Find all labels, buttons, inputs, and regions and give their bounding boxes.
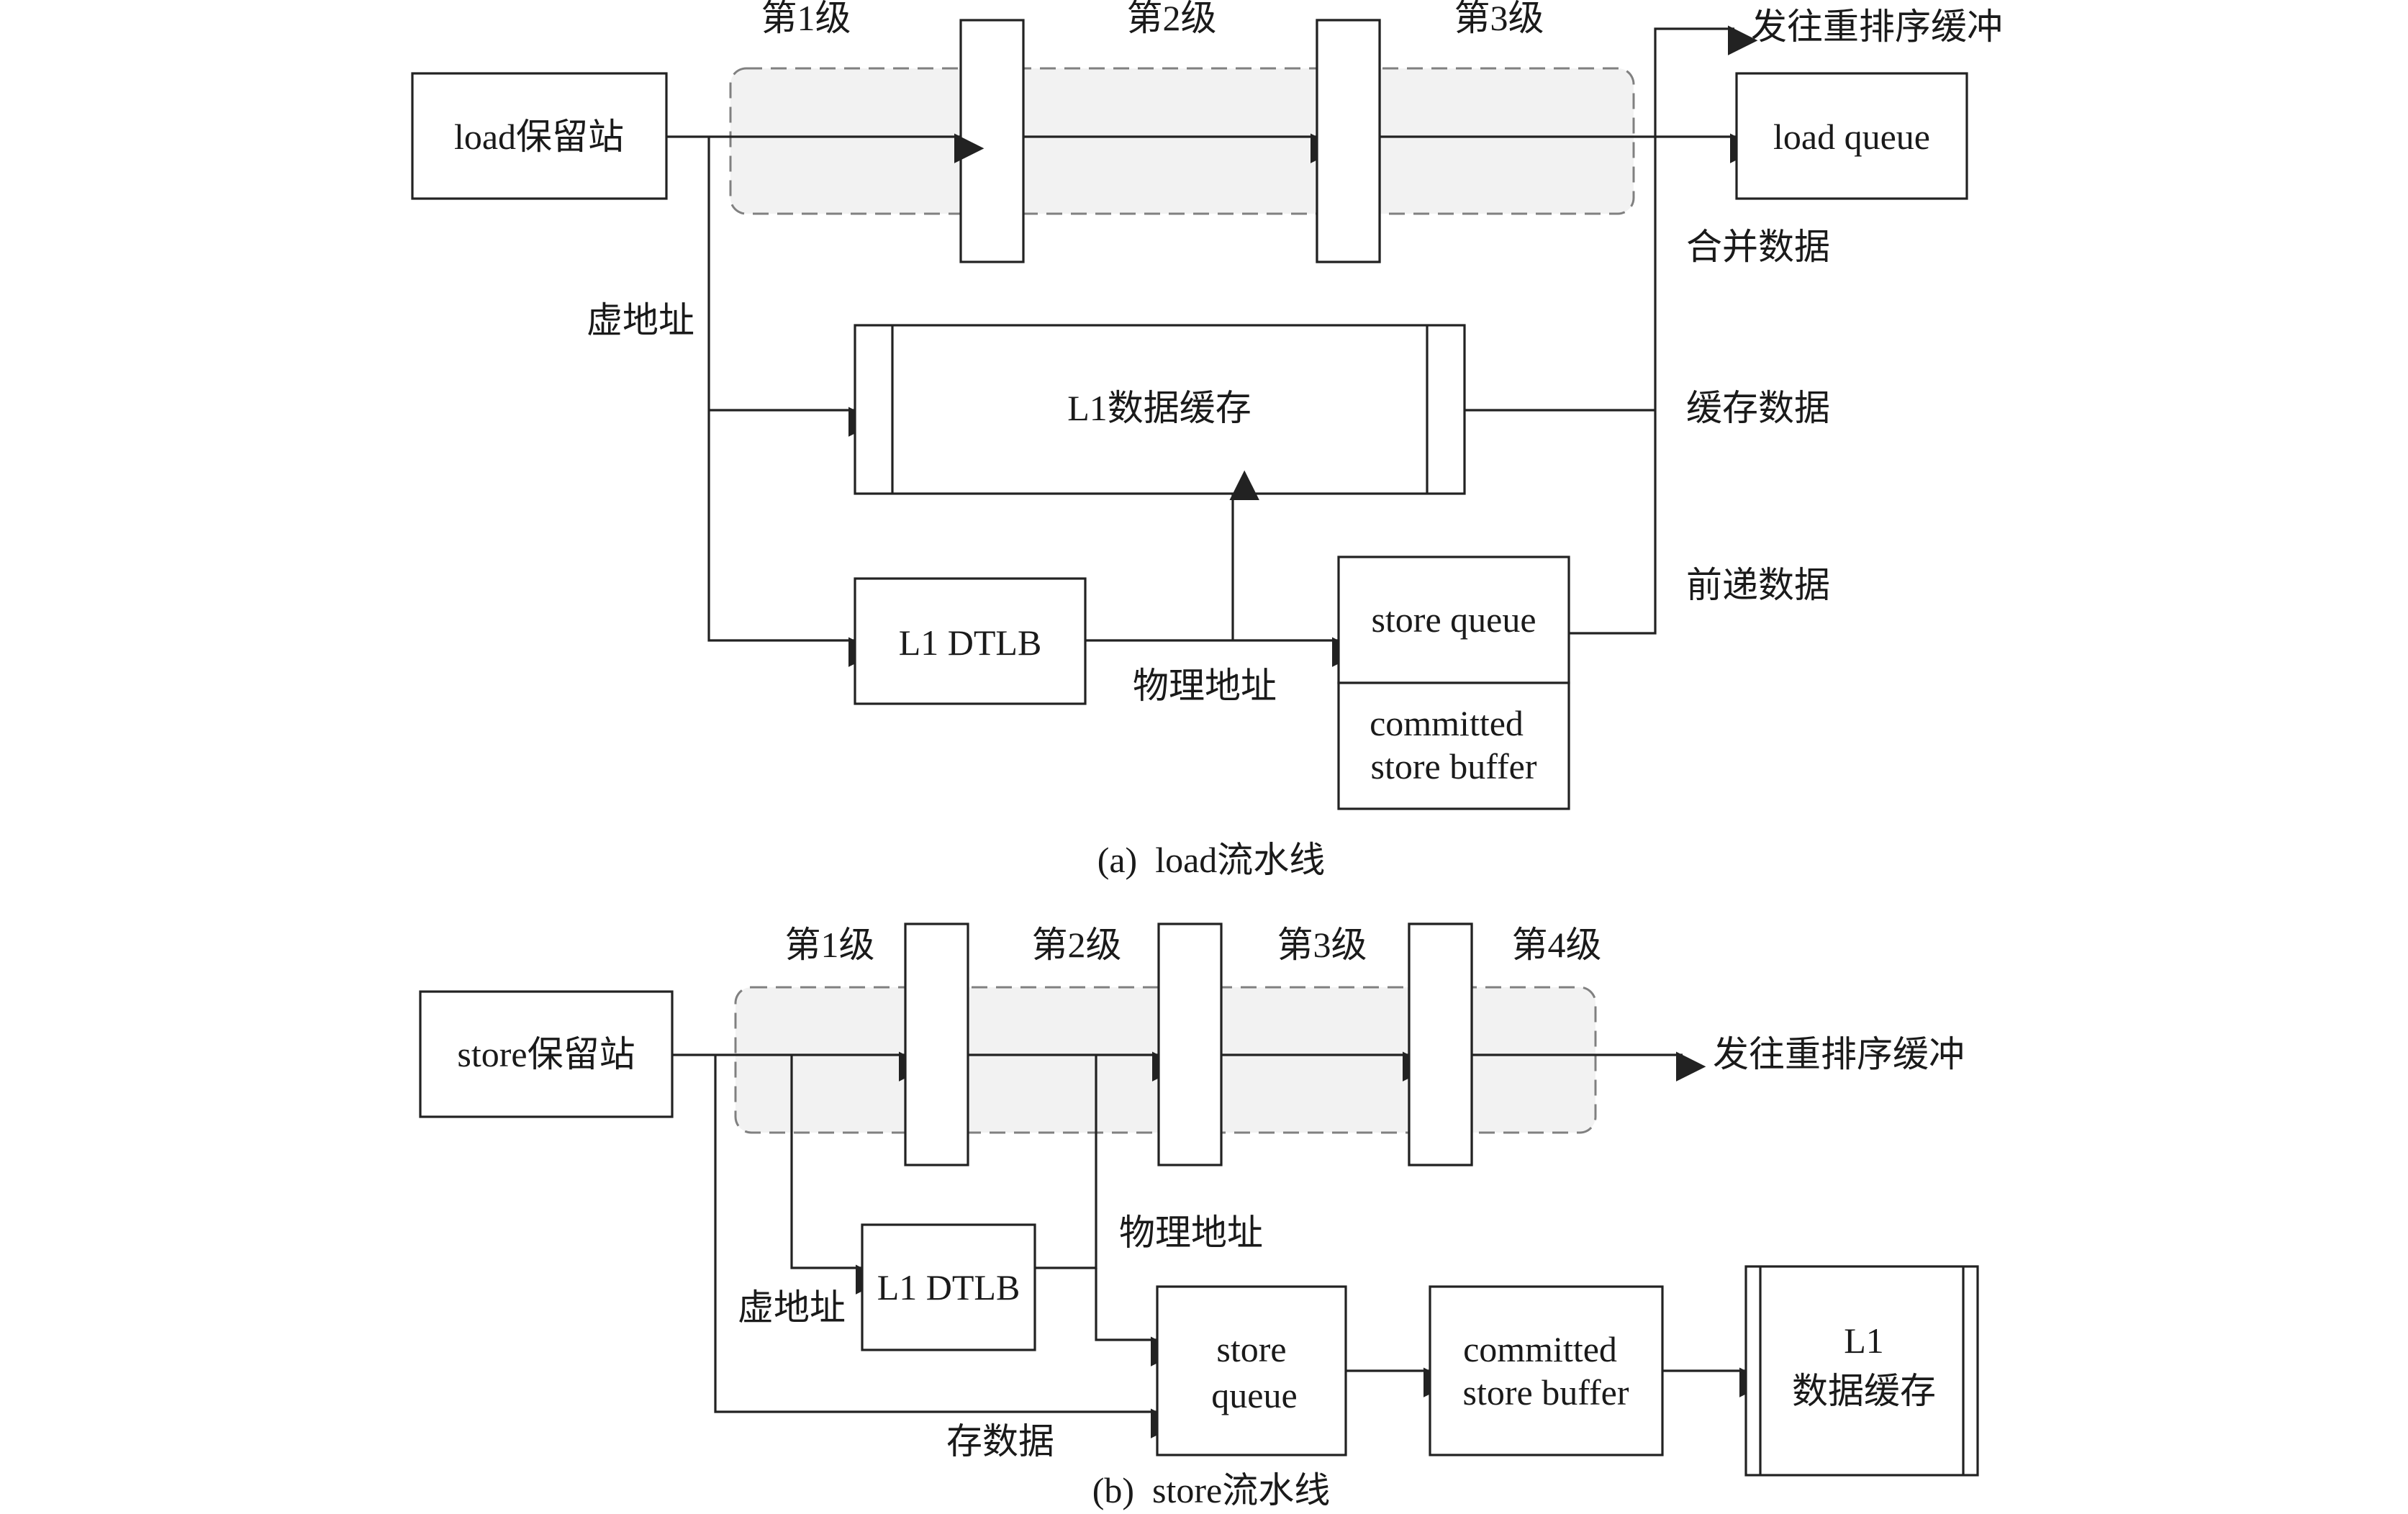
load-committed-label-2: store buffer	[1371, 746, 1537, 787]
load-queue-box	[1735, 72, 1968, 200]
load-caption: (a) load流水线	[1097, 840, 1326, 880]
store-stage-2-label: 第2级	[1032, 925, 1122, 965]
load-forward-data-label: 前递数据	[1686, 565, 1830, 605]
store-l1-cache-label-1: L1	[1844, 1320, 1884, 1361]
store-committed-label-1: committed	[1463, 1329, 1617, 1369]
load-stage-2-label: 第2级	[1127, 0, 1217, 38]
load-l1-dtlb-label: L1 DTLB	[899, 622, 1042, 663]
load-virtual-address-label: 虚地址	[587, 300, 694, 340]
load-reservation-station	[411, 72, 668, 200]
store-queue-label-2: queue	[1211, 1375, 1297, 1415]
store-paddr-to-sq	[1095, 1268, 1181, 1366]
store-caption: (b) store流水线	[1092, 1470, 1331, 1510]
store-stage-1-label: 第1级	[785, 925, 875, 965]
store-queue-label-1: store	[1216, 1329, 1286, 1369]
store-data-label: 存数据	[946, 1421, 1054, 1461]
store-stage-2-register	[1157, 923, 1223, 1166]
store-data-line	[714, 1055, 1181, 1438]
store-queue-box	[1156, 1285, 1347, 1456]
store-l1-cache-label-2: 数据缓存	[1792, 1371, 1936, 1411]
store-l1-dtlb-label: L1 DTLB	[877, 1267, 1020, 1307]
store-reservation-station-label: store保留站	[457, 1034, 635, 1074]
load-store-queue-label: store queue	[1371, 599, 1536, 640]
store-l1-data-cache	[1744, 1265, 1979, 1477]
store-l1-dtlb	[861, 1223, 1036, 1351]
store-vaddr-to-dtlb	[790, 1055, 886, 1295]
load-cache-data-label: 缓存数据	[1686, 388, 1830, 428]
load-pipeline-band	[729, 67, 1635, 215]
load-pipeline: 第1级 第2级 第3级 load保留站 load queue 发往重排序缓冲 虚…	[411, 0, 2003, 880]
load-merge-data-label: 合并数据	[1686, 227, 1830, 267]
store-reservation-station	[419, 990, 674, 1118]
load-stage-1-register	[959, 19, 1025, 263]
store-to-rob-label: 发往重排序缓冲	[1713, 1034, 1965, 1074]
load-l1-dtlb	[854, 577, 1087, 705]
load-vaddr-trunk	[707, 137, 879, 667]
load-committed-label-1: committed	[1370, 703, 1524, 743]
store-virtual-address-label: 虚地址	[738, 1287, 846, 1328]
load-queue-label: load queue	[1773, 117, 1930, 157]
load-reservation-station-label: load保留站	[454, 117, 624, 157]
load-l1-data-cache	[854, 324, 1466, 495]
store-stage-4-label: 第4级	[1512, 925, 1602, 965]
load-stage-3-register	[1316, 19, 1381, 263]
load-store-queue-box	[1337, 556, 1570, 684]
load-to-rob-label: 发往重排序缓冲	[1751, 6, 2003, 47]
load-merge-data-line	[1569, 25, 1758, 635]
load-l1-cache-label: L1数据缓存	[1067, 388, 1251, 428]
load-stage-1-label: 第1级	[761, 0, 851, 38]
store-stage-4-register	[1408, 923, 1473, 1166]
load-physical-address-label: 物理地址	[1133, 666, 1277, 706]
store-stage-1-register	[904, 923, 969, 1166]
store-physical-address-label: 物理地址	[1119, 1212, 1263, 1253]
load-stage-3-label: 第3级	[1454, 0, 1544, 38]
store-pipeline: 第1级 第2级 第3级 第4级 store保留站 发往重排序缓冲 虚地址 L1 …	[419, 923, 1979, 1510]
store-committed-store-buffer	[1429, 1285, 1664, 1456]
load-committed-store-buffer	[1337, 681, 1570, 810]
store-stage-3-label: 第3级	[1277, 925, 1367, 965]
store-committed-label-2: store buffer	[1463, 1372, 1629, 1413]
